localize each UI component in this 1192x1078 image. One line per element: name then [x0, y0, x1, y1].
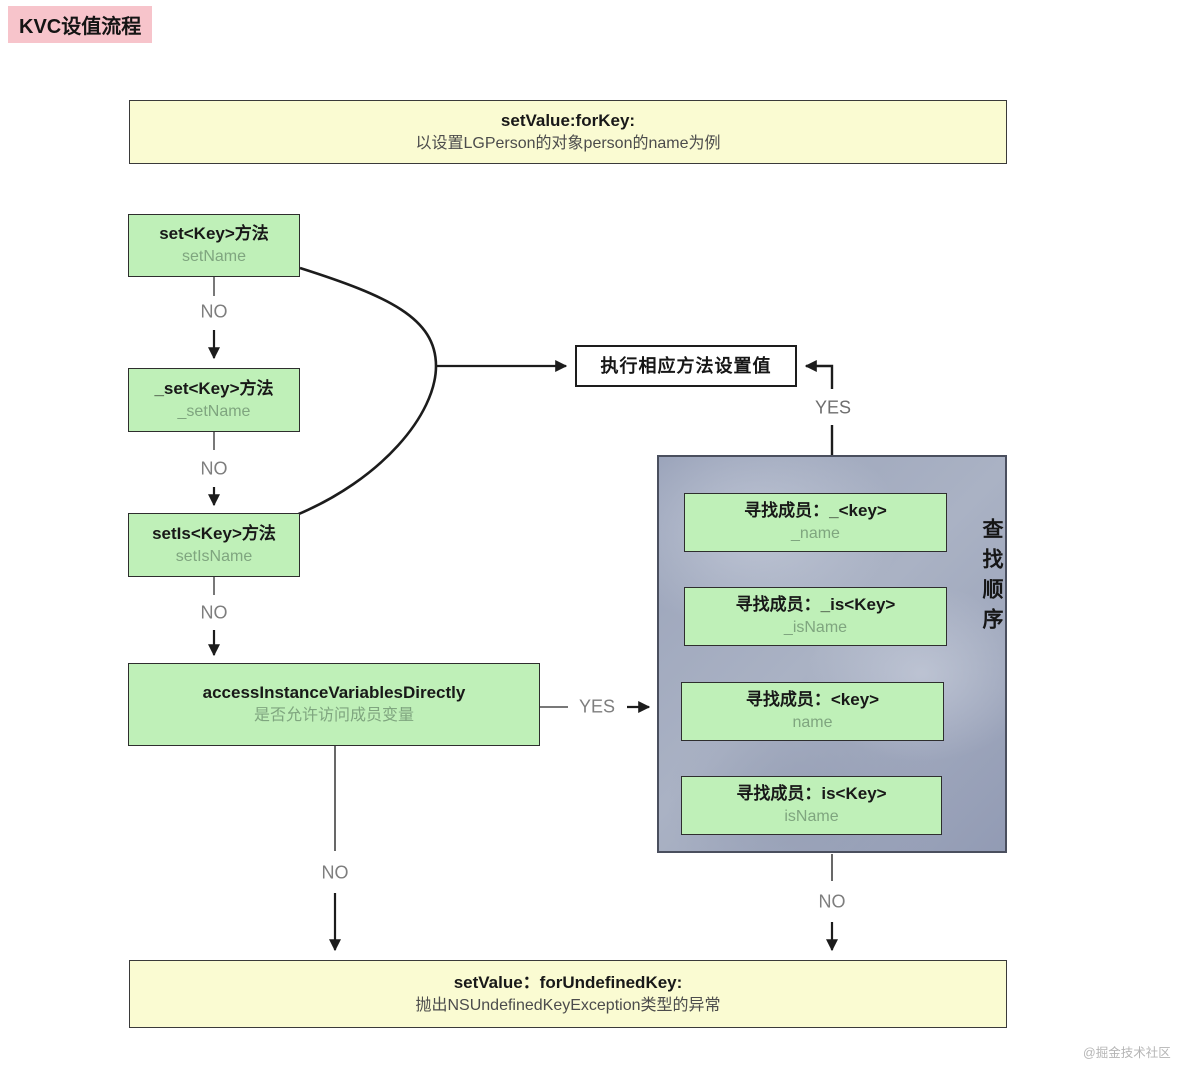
ivar-lookup-panel: 寻找成员：_<key> _name 寻找成员：_is<Key> _isName …	[657, 455, 1007, 853]
undefined-key-box-subtitle: 抛出NSUndefinedKeyException类型的异常	[415, 996, 721, 1014]
label-no-5: NO	[815, 891, 849, 913]
box-access-ivar-subtitle: 是否允许访问成员变量	[253, 707, 414, 725]
search-order-label: 查找顺序	[980, 518, 1003, 638]
start-box: setValue:forKey: 以设置LGPerson的对象person的na…	[129, 100, 1007, 164]
undefined-key-box-title: setValue：forUndefinedKey:	[453, 972, 683, 992]
undefined-key-box: setValue：forUndefinedKey: 抛出NSUndefinedK…	[129, 960, 1007, 1028]
lookup-box-is-key-title: 寻找成员：is<Key>	[736, 784, 887, 804]
exec-box: 执行相应方法设置值	[575, 345, 797, 387]
lookup-box-key-title: 寻找成员：<key>	[745, 690, 880, 710]
lookup-box-underscore-is-key-subtitle: _isName	[783, 619, 848, 637]
box-underscore-set-key-subtitle: _setName	[177, 402, 251, 420]
lookup-box-key-subtitle: name	[792, 714, 833, 732]
page-title: KVC设值流程	[8, 6, 153, 43]
box-set-key: set<Key>方法 setName	[128, 214, 300, 277]
exec-box-label: 执行相应方法设置值	[600, 355, 772, 376]
lookup-box-underscore-key-title: 寻找成员：_<key>	[744, 501, 887, 521]
box-set-key-title: set<Key>方法	[159, 224, 269, 244]
lookup-box-is-key: 寻找成员：is<Key> isName	[681, 776, 942, 835]
label-no-1: NO	[197, 301, 231, 323]
box-access-ivar: accessInstanceVariablesDirectly 是否允许访问成员…	[128, 663, 540, 746]
box-set-is-key: setIs<Key>方法 setIsName	[128, 513, 300, 577]
box-set-is-key-title: setIs<Key>方法	[152, 523, 276, 543]
lookup-box-underscore-is-key: 寻找成员：_is<Key> _isName	[684, 587, 947, 646]
box-set-is-key-subtitle: setIsName	[175, 547, 253, 565]
label-no-2: NO	[197, 458, 231, 480]
curve-connector	[293, 266, 438, 518]
box-access-ivar-title: accessInstanceVariablesDirectly	[202, 683, 466, 703]
label-no-4: NO	[318, 862, 352, 884]
lookup-box-underscore-key-subtitle: _name	[791, 525, 840, 543]
lookup-box-key: 寻找成员：<key> name	[681, 682, 944, 741]
lookup-box-underscore-key: 寻找成员：_<key> _name	[684, 493, 947, 552]
box-set-key-subtitle: setName	[181, 248, 247, 266]
start-box-title: setValue:forKey:	[500, 110, 636, 130]
connector-yes-right-arrow	[804, 360, 834, 389]
lookup-box-underscore-is-key-title: 寻找成员：_is<Key>	[735, 595, 896, 615]
box-underscore-set-key-title: _set<Key>方法	[154, 378, 274, 398]
label-no-3: NO	[197, 602, 231, 624]
watermark: @掘金技术社区	[1083, 1046, 1171, 1060]
box-underscore-set-key: _set<Key>方法 _setName	[128, 368, 300, 432]
label-yes-right: YES	[811, 397, 855, 419]
start-box-subtitle: 以设置LGPerson的对象person的name为例	[415, 134, 721, 152]
label-yes-left: YES	[575, 696, 619, 718]
lookup-box-is-key-subtitle: isName	[784, 808, 839, 826]
